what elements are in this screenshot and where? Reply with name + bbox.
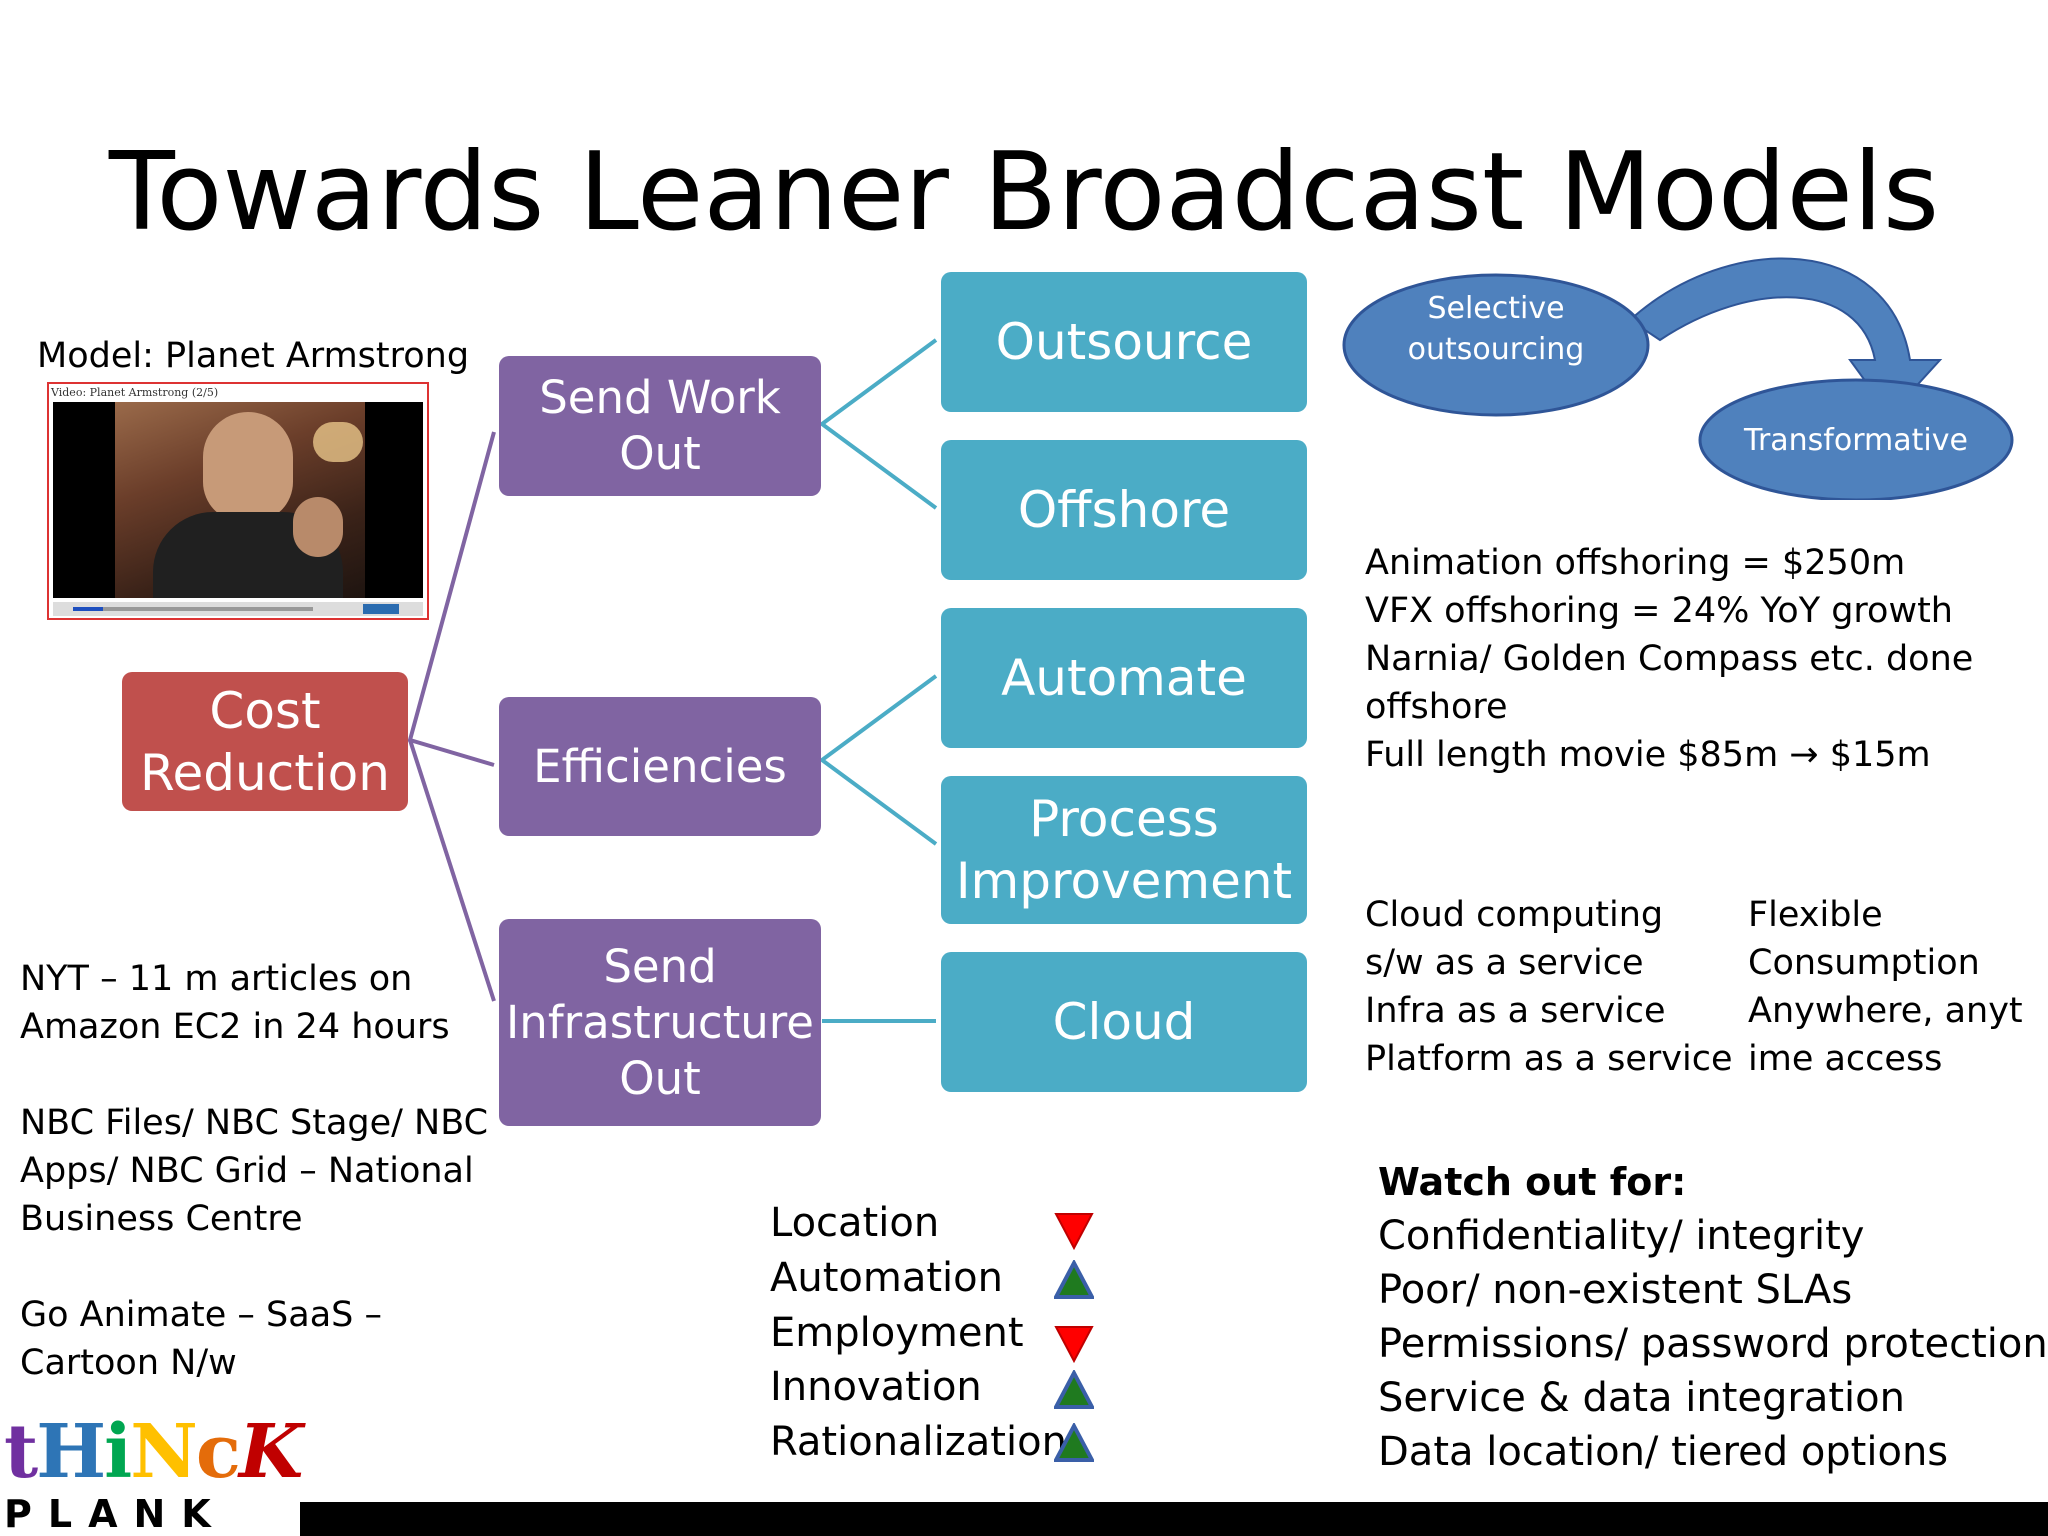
- model-label: Model: Planet Armstrong: [37, 336, 470, 376]
- video-volume-control[interactable]: [363, 604, 399, 614]
- examples-list: NYT – 11 m articles on Amazon EC2 in 24 …: [20, 955, 488, 1387]
- fact-line: Narnia/ Golden Compass etc. done: [1365, 639, 1974, 679]
- node-automate: Automate: [941, 608, 1307, 748]
- example-line: Business Centre: [20, 1199, 303, 1239]
- offshoring-facts: Animation offshoring = $250m VFX offshor…: [1365, 539, 1973, 779]
- video-frame: [53, 402, 423, 598]
- watch-out-item: Permissions/ password protection: [1378, 1321, 2048, 1367]
- list-item: s/w as a service: [1365, 943, 1644, 983]
- fact-line: VFX offshoring = 24% YoY growth: [1365, 591, 1953, 631]
- example-line: Go Animate – SaaS –: [20, 1295, 383, 1335]
- thinck-plank-logo: tHiNcK PLANK: [4, 1409, 303, 1536]
- indicator-location: Location: [770, 1200, 940, 1246]
- list-item: Infra as a service: [1365, 991, 1666, 1031]
- indicator-rationalization: Rationalization: [770, 1419, 1067, 1465]
- example-line: NYT – 11 m articles on: [20, 959, 413, 999]
- example-line: Amazon EC2 in 24 hours: [20, 1007, 450, 1047]
- node-cloud: Cloud: [941, 952, 1307, 1092]
- ellipse-transformative: [1698, 378, 2014, 500]
- down-arrow-icon: [1054, 1326, 1094, 1363]
- fact-line: offshore: [1365, 687, 1508, 727]
- indicator-innovation: Innovation: [770, 1364, 982, 1410]
- watch-out-heading: Watch out for:: [1378, 1160, 1687, 1204]
- list-item: Anywhere, anyt: [1748, 991, 2023, 1031]
- video-player[interactable]: Video: Planet Armstrong (2/5): [47, 382, 429, 620]
- indicator-employment: Employment: [770, 1310, 1024, 1356]
- up-arrow-icon: [1054, 1370, 1094, 1409]
- down-arrow-icon: [1054, 1213, 1094, 1250]
- node-offshore: Offshore: [941, 440, 1307, 580]
- fact-line: Full length movie $85m → $15m: [1365, 735, 1931, 775]
- curved-arrow-icon: [1628, 257, 1943, 417]
- connector-sendwork: [818, 338, 938, 510]
- footer-bar: [300, 1502, 2048, 1536]
- video-progress-fill: [73, 607, 103, 611]
- example-line: Apps/ NBC Grid – National: [20, 1151, 474, 1191]
- video-caption: Video: Planet Armstrong (2/5): [51, 386, 219, 399]
- example-line: NBC Files/ NBC Stage/ NBC: [20, 1103, 489, 1143]
- list-item: Cloud computing: [1365, 895, 1664, 935]
- fact-line: Animation offshoring = $250m: [1365, 543, 1906, 583]
- node-outsource: Outsource: [941, 272, 1307, 412]
- connector-efficiencies: [818, 674, 938, 846]
- example-line: Cartoon N/w: [20, 1343, 237, 1383]
- cloud-services-list: Cloud computing s/w as a service Infra a…: [1365, 891, 1732, 1083]
- indicator-automation: Automation: [770, 1255, 1003, 1301]
- watch-out-section: Watch out for: Confidentiality/ integrit…: [1378, 1155, 2048, 1479]
- watch-out-item: Service & data integration: [1378, 1375, 1905, 1421]
- watch-out-item: Poor/ non-existent SLAs: [1378, 1267, 1853, 1313]
- watch-out-item: Data location/ tiered options: [1378, 1429, 1949, 1475]
- watch-out-item: Confidentiality/ integrity: [1378, 1213, 1865, 1259]
- journey-graphic: [1342, 257, 2014, 500]
- slide-title: Towards Leaner Broadcast Models: [108, 130, 1940, 255]
- cloud-benefits-list: Flexible Consumption Anywhere, anyt ime …: [1748, 891, 2023, 1083]
- connector-root-lower: [408, 739, 496, 1002]
- list-item: Platform as a service: [1365, 1039, 1733, 1079]
- up-arrow-icon: [1054, 1423, 1094, 1462]
- video-controls[interactable]: [53, 602, 423, 616]
- ellipse-selective: [1342, 273, 1650, 417]
- video-progress-track[interactable]: [73, 607, 313, 611]
- journey-to-label: Transformative: [1744, 423, 1968, 458]
- up-arrow-icon: [1054, 1260, 1094, 1299]
- list-item: Consumption: [1748, 943, 1980, 983]
- list-item: Flexible: [1748, 895, 1883, 935]
- node-efficiencies: Efficiencies: [499, 697, 821, 836]
- list-item: ime access: [1748, 1039, 1943, 1079]
